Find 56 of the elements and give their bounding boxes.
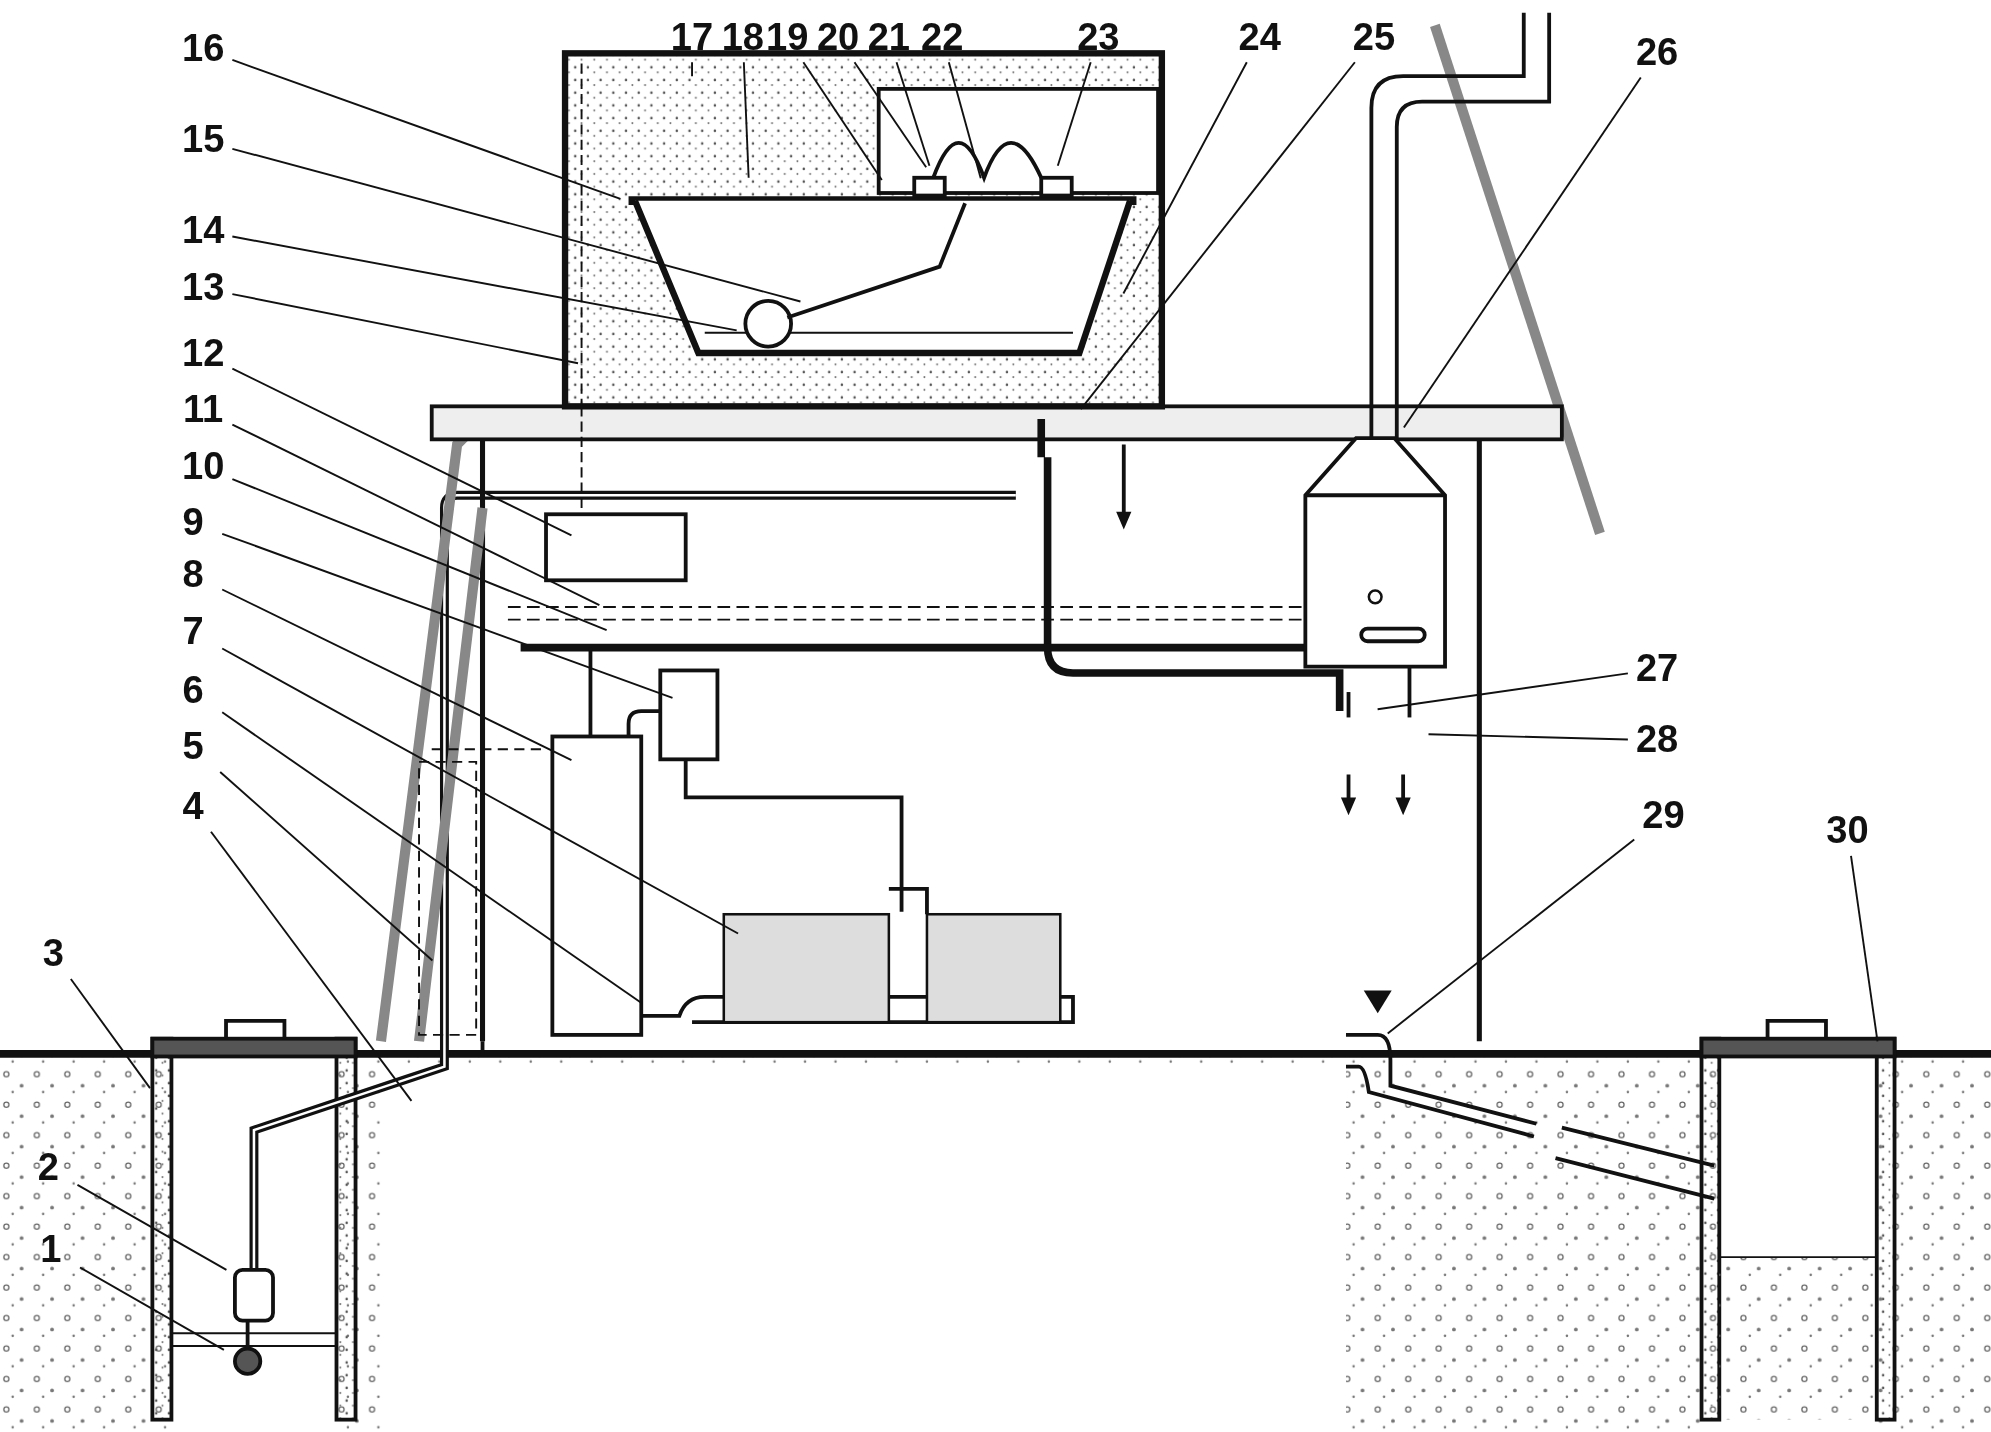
leader-line: [1079, 61, 1356, 410]
callout-number: 11: [176, 388, 230, 430]
callout-number: 3: [26, 933, 80, 974]
leader-line: [231, 478, 608, 632]
leader-line: [895, 61, 931, 167]
callout-number: 23: [1071, 16, 1126, 58]
leader-line: [69, 978, 151, 1090]
leader-line: [1376, 672, 1629, 711]
callout-number: 4: [166, 786, 220, 827]
leader-line: [231, 59, 622, 200]
leader-line: [219, 771, 434, 962]
leader-line: [1850, 854, 1879, 1043]
leader-line: [231, 235, 738, 332]
callout-number: 26: [1630, 31, 1684, 73]
leader-line: [231, 367, 573, 537]
callout-number: 22: [915, 16, 969, 58]
leader-line: [1402, 76, 1642, 429]
leader-line: [221, 647, 740, 935]
leader-line: [221, 532, 674, 699]
leader-line: [221, 588, 573, 762]
callout-number: 6: [166, 670, 220, 712]
leader-line: [947, 61, 982, 180]
callout-number: 8: [166, 553, 220, 595]
callout-number: 15: [176, 119, 230, 160]
leader-line: [742, 61, 750, 179]
callout-number: 30: [1820, 810, 1875, 851]
leader-line: [231, 423, 601, 607]
leader-line: [231, 293, 579, 365]
callout-number: 16: [176, 27, 230, 69]
callout-number: 17: [665, 16, 719, 58]
leader-line: [210, 830, 413, 1102]
callout-number: 2: [21, 1146, 75, 1188]
leader-line: [79, 1266, 225, 1351]
leader-line: [691, 61, 693, 78]
callout-number: 10: [176, 445, 230, 487]
leader-line: [76, 1183, 228, 1271]
callout-number: 1: [24, 1229, 78, 1270]
callout-number: 13: [176, 266, 230, 308]
callout-number: 24: [1233, 16, 1287, 58]
callout-number: 14: [176, 209, 230, 251]
callout-number: 20: [811, 16, 865, 58]
leader-line: [1056, 61, 1092, 167]
leader-line: [231, 147, 802, 303]
callout-number: 5: [166, 726, 220, 767]
callout-number: 7: [166, 610, 220, 652]
callout-number: 21: [862, 16, 916, 58]
leader-line: [1122, 61, 1248, 295]
callout-number: 12: [176, 332, 230, 374]
callout-number: 28: [1630, 718, 1684, 760]
callout-number: 27: [1630, 647, 1684, 689]
leader-line: [1386, 838, 1636, 1035]
leader-line: [853, 61, 928, 169]
callout-number: 9: [166, 501, 220, 543]
callout-number: 29: [1636, 794, 1691, 836]
leader-line: [1427, 733, 1629, 741]
callout-number: 25: [1347, 16, 1401, 58]
